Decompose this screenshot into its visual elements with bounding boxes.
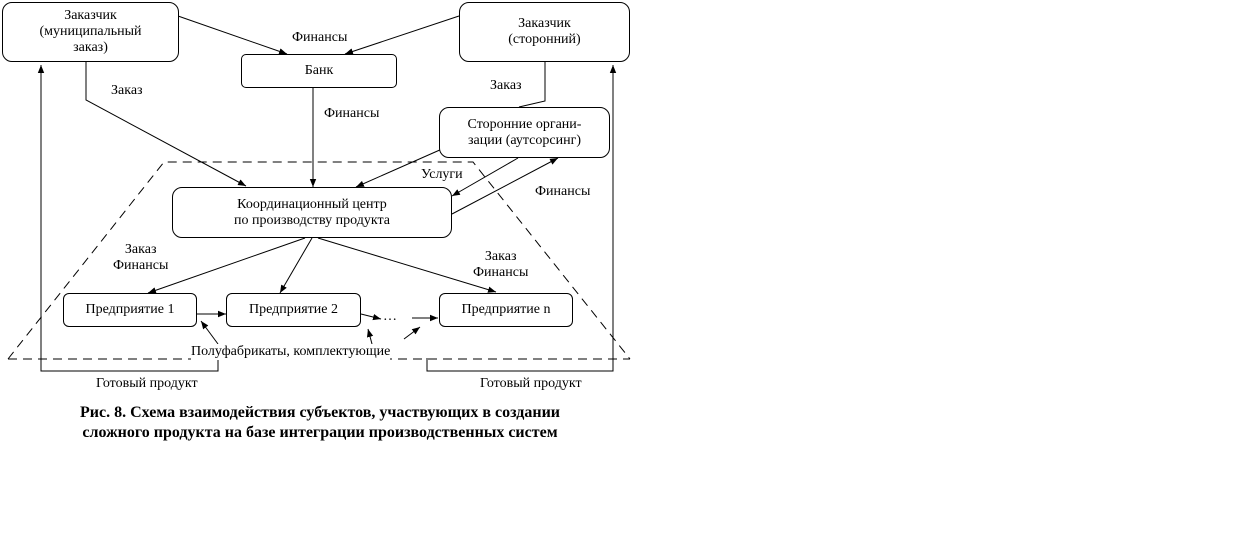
edge-center-ent1 <box>147 237 306 294</box>
label-finance-top: Финансы <box>292 30 348 45</box>
edge-center-ent2 <box>279 237 313 294</box>
label-order-finance-left: Заказ Финансы <box>113 242 169 273</box>
edge-semi-entn <box>403 326 421 340</box>
label-order-right: Заказ <box>490 78 522 93</box>
coordination-center-box: Координационный центр по производству пр… <box>172 187 452 238</box>
integration-boundary <box>7 161 631 360</box>
enterprise-2-box: Предприятие 2 <box>226 293 361 327</box>
edge-municipal-center <box>85 62 247 187</box>
label-order-left: Заказ <box>111 83 143 98</box>
label-finished-left: Готовый продукт <box>96 376 198 391</box>
edge-semi-ent1 <box>200 320 219 345</box>
label-finished-right: Готовый продукт <box>480 376 582 391</box>
edge-finished-right <box>426 65 617 372</box>
edge-ent2-dots <box>360 313 382 321</box>
edge-center-outsourcing-finance <box>451 157 559 215</box>
edge-outsourcing-services <box>451 157 519 197</box>
enterprise-n-box: Предприятие n <box>439 293 573 327</box>
customer-external-box: Заказчик (сторонний) <box>459 2 630 62</box>
label-ellipsis: … <box>383 309 397 324</box>
label-services: Услуги <box>421 167 463 182</box>
edge-finished-left <box>37 65 219 372</box>
edge-external-bank <box>344 15 460 55</box>
edge-external-outsourcing <box>518 62 546 108</box>
outsourcing-box: Сторонние органи- зации (аутсорсинг) <box>439 107 610 158</box>
enterprise-1-box: Предприятие 1 <box>63 293 197 327</box>
label-order-finance-right: Заказ Финансы <box>473 249 529 280</box>
edge-outsourcing-center <box>355 148 443 188</box>
customer-municipal-box: Заказчик (муниципальный заказ) <box>2 2 179 62</box>
edge-semi-ent2 <box>366 328 374 345</box>
edge-center-entn <box>317 237 497 293</box>
label-semi-products: Полуфабрикаты, комплектующие <box>191 344 391 360</box>
label-finance-outsourcing: Финансы <box>535 184 591 199</box>
figure-caption: Рис. 8. Схема взаимодействия субъектов, … <box>79 404 561 441</box>
edge-municipal-bank <box>177 15 288 55</box>
label-finance-bank: Финансы <box>324 106 380 121</box>
bank-box: Банк <box>241 54 397 88</box>
